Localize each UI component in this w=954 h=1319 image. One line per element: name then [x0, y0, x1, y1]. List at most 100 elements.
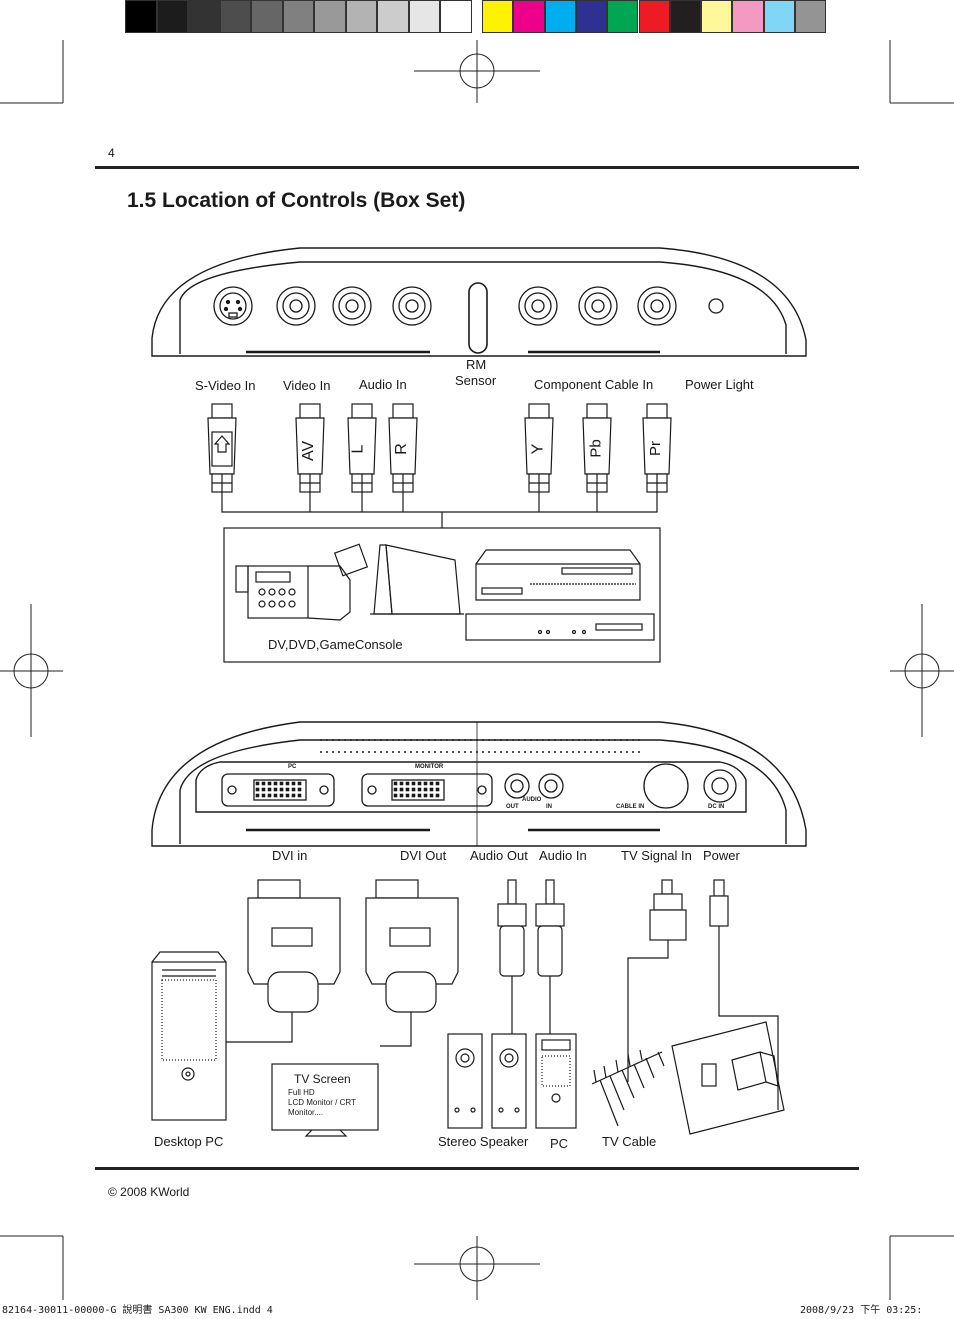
svideo-label: S-Video In [195, 378, 256, 393]
header-rule [95, 166, 859, 169]
power-light-label: Power Light [685, 377, 754, 392]
color-swatch [513, 0, 545, 33]
rca-port-ring [289, 299, 303, 313]
plug-body [347, 417, 377, 475]
svideo-port [213, 286, 253, 326]
tv-screen-line2: LCD Monitor / CRT [288, 1098, 356, 1107]
pc-port-mark: PC [288, 764, 297, 770]
dvi-out-pins [391, 779, 445, 801]
color-swatch [763, 0, 795, 33]
video-label: Video In [283, 378, 331, 393]
gray-swatch [345, 0, 377, 33]
rca-port-ring [345, 299, 359, 313]
rca-port-ring [282, 292, 310, 320]
color-swatch [607, 0, 639, 33]
rca-port-ring [650, 299, 664, 313]
rca-port-ring [398, 292, 426, 320]
plug-body [524, 417, 554, 475]
rca-port-ring [531, 299, 545, 313]
rca-port-ring [276, 286, 316, 326]
rca-port-ring [578, 286, 618, 326]
gray-swatch [282, 0, 314, 33]
rca-port-ring [637, 286, 677, 326]
gray-swatch [377, 0, 409, 33]
audio-port-mark: AUDIO [522, 797, 542, 803]
devices-box [223, 527, 661, 663]
color-swatch [575, 0, 608, 33]
color-swatch [544, 0, 576, 33]
devices-label: DV,DVD,GameConsole [268, 637, 403, 652]
tv-screen-line3: Monitor.... [288, 1108, 324, 1117]
cable-in-port [643, 763, 689, 809]
footer-rule [95, 1167, 859, 1170]
copyright: © 2008 KWorld [108, 1185, 190, 1199]
dvd-player-icon [465, 549, 655, 641]
gray-swatch [251, 0, 283, 33]
gray-swatch [125, 0, 157, 33]
tv-screen-title: TV Screen [294, 1072, 351, 1086]
dc-in-mark: DC IN [708, 804, 725, 810]
rca-port-ring [591, 299, 605, 313]
dvi-in-pins [253, 779, 307, 801]
color-swatch [638, 0, 670, 33]
gray-swatch [188, 0, 220, 33]
gray-swatch [314, 0, 346, 33]
dvi-out-port [361, 773, 493, 807]
gray-swatch [440, 0, 472, 33]
plug-body [388, 417, 418, 475]
rca-port-ring [518, 286, 558, 326]
rca-port-ring [584, 292, 612, 320]
slug-timestamp: 2008/9/23 下午 03:25: [800, 1305, 923, 1316]
gray-swatch [219, 0, 251, 33]
color-swatch [701, 0, 733, 33]
dc-in-port [703, 769, 737, 803]
dvi-out-label: DVI Out [400, 848, 447, 863]
sensor-label: Sensor [455, 373, 497, 388]
power-light [708, 298, 724, 314]
rca-port-ring [405, 299, 419, 313]
out-port-mark: OUT [506, 804, 519, 810]
power-label: Power [703, 848, 740, 863]
in-port-mark: IN [546, 804, 552, 810]
rca-port-ring [332, 286, 372, 326]
cable-in-mark: CABLE IN [616, 804, 645, 810]
rca-port-ring [392, 286, 432, 326]
slug-filename: 82164-30011-00000-G 說明書 SA300 KW ENG.ind… [2, 1305, 273, 1316]
color-swatch [795, 0, 827, 33]
color-swatch [669, 0, 702, 33]
rca-port-ring [524, 292, 552, 320]
rm-label: RM [466, 357, 487, 372]
color-swatch [732, 0, 764, 33]
plug-body [582, 417, 612, 475]
audio-out-label: Audio Out [470, 848, 528, 863]
rca-port-ring [338, 292, 366, 320]
monitor-port-mark: MONITOR [415, 764, 444, 770]
desktop-pc-label: Desktop PC [154, 1134, 224, 1149]
audio-in-label: Audio In [359, 377, 407, 392]
rm-sensor [468, 282, 488, 354]
rca-port-ring [643, 292, 671, 320]
camcorder-icon [235, 543, 369, 621]
page-number: 4 [108, 146, 115, 160]
plug-body [642, 417, 672, 475]
game-console-icon [370, 544, 464, 615]
pc-label: PC [550, 1136, 569, 1151]
section-title: 1.5 Location of Controls (Box Set) [127, 189, 466, 212]
audio-in-jack [538, 773, 564, 799]
component-label: Component Cable In [534, 377, 654, 392]
dvi-in-port [221, 773, 335, 807]
stereo-speaker-label: Stereo Speaker [438, 1134, 529, 1149]
plug-body [295, 417, 325, 475]
audio-out-jack [504, 773, 530, 799]
gray-swatch [156, 0, 188, 33]
tv-cable-label: TV Cable [602, 1134, 657, 1149]
dvi-in-label: DVI in [272, 848, 308, 863]
tv-screen-line1: Full HD [288, 1088, 315, 1097]
audio-in2-label: Audio In [539, 848, 587, 863]
color-swatch [482, 0, 514, 33]
